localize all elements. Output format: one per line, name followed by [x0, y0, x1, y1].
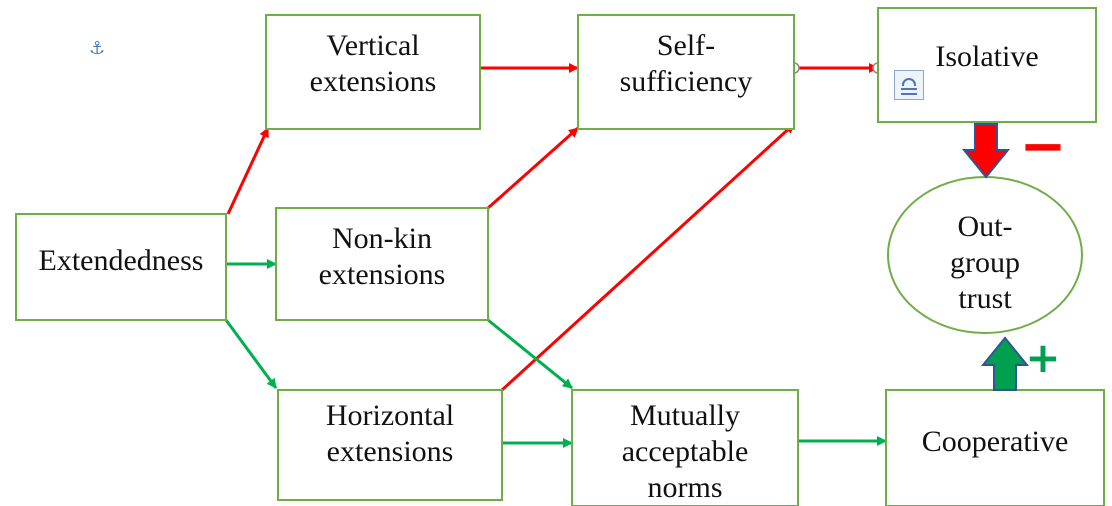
negative-effect-indicator: − [961, 114, 1067, 179]
node-nonkin-label-line-1: Non-kin [332, 222, 432, 255]
positive-effect-indicator: + [980, 333, 1061, 391]
anchor-icon[interactable]: ⚓ [89, 38, 106, 59]
node-selfsuff-box [577, 14, 795, 130]
node-vertical-label-line-2: extensions [310, 65, 437, 98]
node-horizontal-box [277, 389, 503, 501]
node-selfsuff-label-line-1: Self- [657, 29, 715, 62]
node-vertical-box [265, 14, 481, 130]
node-outgroup-label-line-1: Out- [958, 210, 1013, 243]
node-isolative[interactable]: Isolative [877, 7, 1097, 123]
node-selfsuff[interactable]: Self-sufficiency [577, 14, 795, 130]
node-outgroup-label-line-2: group [950, 246, 1020, 279]
node-mutual-box [571, 389, 799, 506]
node-mutual-label-line-3: norms [648, 471, 723, 504]
positive-sign: + [1025, 333, 1060, 382]
node-vertical-label-line-1: Vertical [326, 29, 419, 62]
link-nonkin-to-selfsuff [487, 126, 579, 210]
node-isolative-box [877, 7, 1097, 123]
node-selfsuff-label-line-2: sufficiency [620, 65, 753, 98]
node-outgroup-label-line-3: trust [958, 282, 1012, 315]
negative-sign: − [1020, 114, 1067, 179]
down-block-arrow [961, 123, 1011, 179]
link-extendedness-to-vertical [226, 127, 270, 215]
node-nonkin-box [275, 207, 489, 321]
node-mutual-label-line-2: acceptable [622, 435, 749, 468]
node-nonkin-label-line-2: extensions [319, 258, 446, 291]
node-horizontal-label-line-2: extensions [327, 435, 454, 468]
up-block-arrow [980, 336, 1030, 391]
node-mutual-label-line-1: Mutually [630, 399, 740, 432]
link-nonkin-to-mutual [487, 318, 573, 390]
node-cooperative-label-line-1: Cooperative [922, 425, 1069, 458]
node-extendedness-box [15, 213, 227, 321]
node-cooperative[interactable]: Cooperative [885, 389, 1105, 506]
node-horizontal-label-line-1: Horizontal [326, 399, 454, 432]
node-isolative-label-line-1: Isolative [935, 40, 1038, 73]
link-horizontal-to-selfsuff [500, 122, 796, 392]
node-extendedness[interactable]: Extendedness [15, 213, 227, 321]
link-extendedness-to-horizontal [224, 319, 278, 389]
text-wrap-layout-icon[interactable] [894, 70, 924, 100]
node-extendedness-label-line-1: Extendedness [39, 244, 204, 277]
